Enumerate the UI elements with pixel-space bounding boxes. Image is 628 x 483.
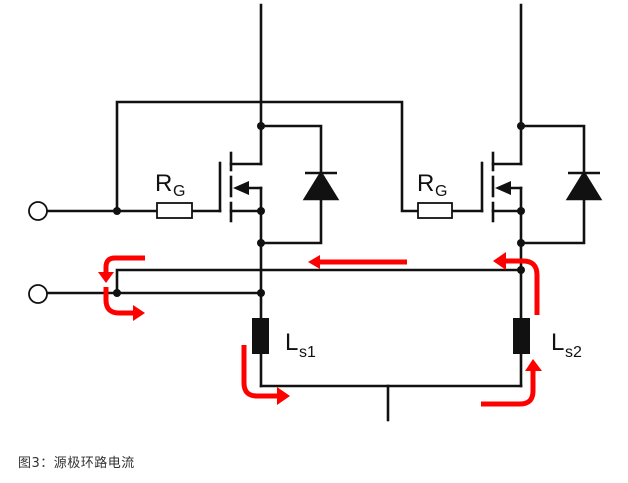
arrowhead-icon xyxy=(277,387,290,405)
inductor-ls2 xyxy=(513,318,530,354)
diode-loop-2 xyxy=(519,124,586,245)
mosfet-arrow-2 xyxy=(495,181,511,195)
arrowhead-icon xyxy=(525,359,542,371)
diode-icon-1 xyxy=(302,170,340,201)
junction-dot xyxy=(257,207,265,215)
ls2-label-main: L xyxy=(551,329,564,356)
mosfet-1 xyxy=(218,124,263,245)
rg-label-2-sub: G xyxy=(435,183,447,200)
junction-dot xyxy=(517,239,525,247)
arrowhead-icon xyxy=(98,272,114,283)
gate-resistor-2 xyxy=(417,202,453,219)
junction-dot xyxy=(257,239,265,247)
junction-dot xyxy=(517,266,525,274)
mosfet-arrow-1 xyxy=(233,181,249,195)
current-arrow-left-bottom xyxy=(103,287,133,316)
kelvin-source-wire xyxy=(115,268,523,297)
ls2-label-sub: s2 xyxy=(565,344,582,361)
arrowhead-icon xyxy=(133,305,145,321)
diode-loop-1 xyxy=(259,124,323,245)
current-arrow-ls2-top xyxy=(505,258,540,315)
gate-loop-wire xyxy=(115,100,420,213)
arrowhead-icon xyxy=(493,252,506,270)
junction-dot xyxy=(517,207,525,215)
junction-dot xyxy=(113,207,121,215)
diode-icon-2 xyxy=(565,170,603,201)
ls1-label-main: L xyxy=(285,329,298,356)
inductor-ls1 xyxy=(252,318,269,354)
rg-label-1-sub: G xyxy=(173,183,185,200)
current-arrow-ls2-bottom xyxy=(481,370,536,407)
ls1-label-sub: s1 xyxy=(299,344,316,361)
junction-dot xyxy=(257,122,265,130)
current-arrow-left-top xyxy=(103,255,145,272)
current-arrow-ls1 xyxy=(241,345,278,399)
source-kelvin-terminal xyxy=(28,284,48,304)
arrowhead-icon xyxy=(308,255,320,269)
mosfet-2 xyxy=(480,124,523,245)
rg-label-1-main: R xyxy=(155,170,172,197)
junction-dot xyxy=(517,122,525,130)
junction-dot xyxy=(113,289,121,297)
junction-dot xyxy=(257,289,265,297)
rg-label-2-main: R xyxy=(417,170,434,197)
figure-caption: 图3：源极环路电流 xyxy=(18,456,135,471)
gate-input-terminal xyxy=(28,201,48,221)
gate-resistor-1 xyxy=(156,202,193,219)
